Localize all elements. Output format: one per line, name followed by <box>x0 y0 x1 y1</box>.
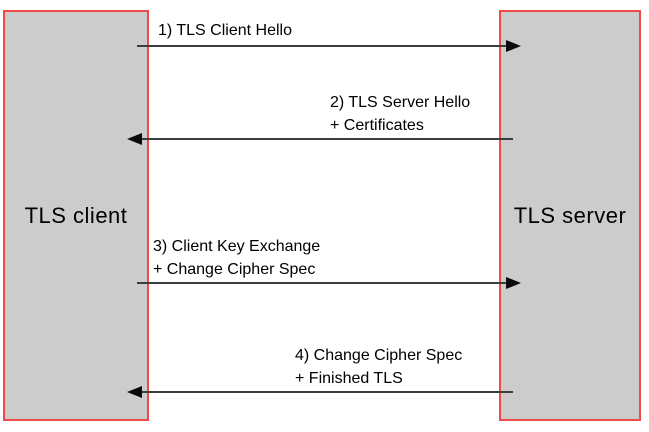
tls-server-label: TLS server <box>513 202 627 228</box>
tls-client-box: TLS client <box>3 10 149 421</box>
message-2-line-1: 2) TLS Server Hello <box>330 94 471 111</box>
message-3-line-1: 3) Client Key Exchange <box>153 238 321 255</box>
message-3-label: 3) Client Key Exchange + Change Cipher S… <box>153 235 320 281</box>
message-1-arrow <box>137 40 521 52</box>
arrowhead-right-icon <box>506 277 521 289</box>
message-3-arrow <box>137 277 521 289</box>
tls-client-label: TLS client <box>24 202 128 228</box>
arrowhead-left-icon <box>127 133 142 145</box>
message-1-line-1: 1) TLS Client Hello <box>158 22 292 39</box>
message-1-label: 1) TLS Client Hello <box>158 19 292 42</box>
arrowhead-right-icon <box>506 40 521 52</box>
message-2-line-2: + Certificates <box>330 117 424 134</box>
message-4-arrow <box>127 386 513 398</box>
message-3-line-2: + Change Cipher Spec <box>153 261 316 278</box>
message-4-line-1: 4) Change Cipher Spec <box>295 347 463 364</box>
message-4-line-2: + Finished TLS <box>295 370 403 387</box>
message-2-arrow <box>127 133 513 145</box>
arrowhead-left-icon <box>127 386 142 398</box>
message-4-label: 4) Change Cipher Spec + Finished TLS <box>295 344 462 390</box>
tls-server-box: TLS server <box>499 10 641 421</box>
message-2-label: 2) TLS Server Hello + Certificates <box>330 91 470 137</box>
